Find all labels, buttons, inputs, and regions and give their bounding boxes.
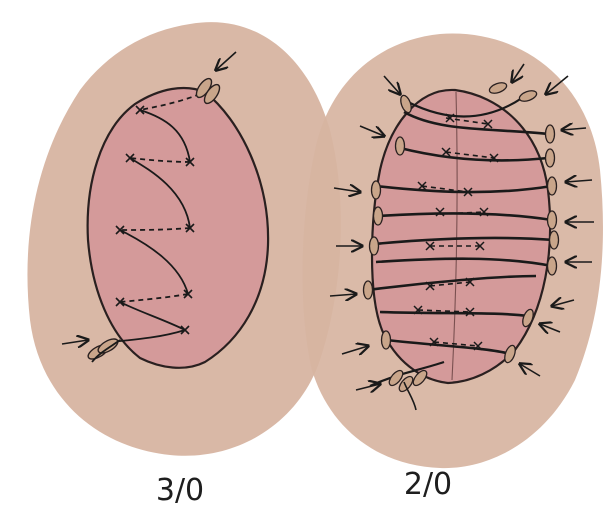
right-caption: 2/0 xyxy=(404,467,452,502)
knot xyxy=(364,281,373,299)
knot xyxy=(548,211,557,229)
knot xyxy=(548,257,557,275)
knot xyxy=(374,207,383,225)
knot xyxy=(370,237,379,255)
knot xyxy=(372,181,381,199)
knot xyxy=(396,137,405,155)
knot xyxy=(546,125,555,143)
right-wound xyxy=(372,90,550,383)
knot xyxy=(382,331,391,349)
left-caption: 3/0 xyxy=(156,473,204,508)
knot xyxy=(550,231,559,249)
knot xyxy=(546,149,555,167)
left-panel: 3/0 xyxy=(27,22,340,508)
right-panel: 2/0 xyxy=(303,34,603,502)
knot xyxy=(548,177,557,195)
